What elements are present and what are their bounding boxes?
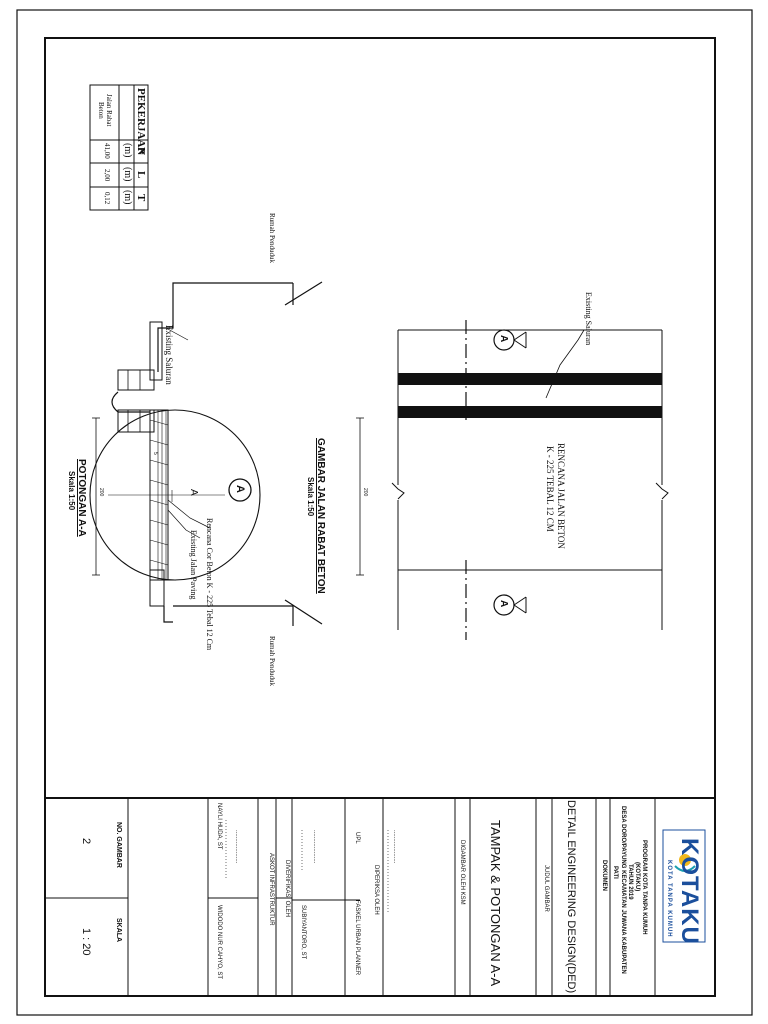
dokumen-value: DETAIL ENGINEERING DESIGN(DED) [565,800,577,994]
plan-scale: Skala 1:50 [306,477,315,517]
work-table-grid [89,84,149,211]
program-line1: PROGRAM KOTA TANPA KUMUH [641,840,647,935]
desa-line1: DESA DORO/PAYUNG KECAMATAN JUWANA KABUPA… [620,806,626,974]
diperiksa-label: DIPERIKSA OLEH [373,865,379,915]
askot-name2: WIDODO NUR CAHYO, ST [216,905,222,980]
plan-label-rencana-line2: K - 225 TEBAL 12 CM [545,446,555,532]
digambar-label: DIGAMBAR OLEH KSM [459,840,465,905]
plan-marker-top-letter: A [498,335,509,343]
dots-faskel: .................... [312,830,318,864]
plan-label-existing-saluran: Existing Saluran [584,292,593,346]
work-table-header-l: L [135,171,147,179]
work-table-header-job: PEKERJAAN [135,88,147,156]
work-table-value-t: 0,12 [103,192,111,205]
work-table-job-line1: Jalan Rabat [105,94,113,127]
section-label-rumah-bottom: Rumah Penduduk [268,636,276,686]
kotaku-logo [662,829,706,943]
program-line3: TAHUN 2019 [627,864,633,900]
section-dim-200: 200 [98,488,104,497]
program-line2: (KOTAKU) [634,862,640,892]
askot-name1: NAYLI HUDA, ST [216,803,222,850]
section-label-existing-saluran: Existing Saluran [164,325,174,385]
dokumen-label: DOKUMEN [601,860,607,891]
section-label-rencana-cor: Rencana Cor Beton K - 225 Tebal 12 Cm [205,518,214,651]
plan-dim-200: 200 [362,488,368,497]
plan-marker-bottom-letter: A [498,600,509,608]
dots-ksm: .................... [392,830,398,864]
logo-subtext: KOTA TANPA KUMUH [666,860,672,938]
section-title: POTONGAN A-A [76,459,87,537]
skala-value: 1 : 20 [80,928,92,956]
section-dim-5: 5 [152,452,158,455]
outer-frame [16,9,753,1016]
work-table-unit-p: (m) [122,143,133,158]
faskel-label: FASKEL URBAN PLANNER [354,900,360,976]
section-cut-letter: A [188,489,199,496]
section-marker-circle [228,478,252,502]
askot-label: ASKOT INFRASTRUKTUR [268,853,274,926]
inner-frame [44,37,716,997]
logo-text: KOTAKU [676,838,703,945]
work-table-unit-t: (m) [122,190,133,205]
work-table-unit-l: (m) [122,167,133,182]
plan-section-marker-top [493,329,527,351]
section-label-existing-jalan: Existing Jalan Paving [189,530,198,600]
work-table-value-p: 41,00 [103,143,111,159]
plan-section-marker-bottom [493,594,527,616]
desa-line2: PATI [612,866,618,879]
no-gambar-value: 2 [80,838,92,845]
judul-value: TAMPAK & POTONGAN A-A [488,820,503,987]
skala-label: SKALA [115,918,122,943]
dots-askot: .................... [234,830,240,864]
diverifikasi-label: DIVERIFIKASI OLEH [284,860,290,918]
plan-label-rencana-line1: RENCANA JALAN BETON [556,443,566,549]
faskel-name: SUBIYANTORO, ST [300,905,306,960]
section-marker-letter: A [234,485,246,493]
upl-label: UPL [354,832,360,844]
plan-title: GAMBAR JALAN RABAT BETON [315,438,326,594]
no-gambar-label: NO. GAMBAR [115,822,122,868]
plan-view [356,320,669,640]
section-scale: Skala 1:50 [67,471,76,511]
work-table-header-p: P [135,147,147,154]
cross-section [89,281,323,626]
judul-label: JUDUL GAMBAR [543,865,549,912]
work-table-job-line2: Beton [97,102,105,119]
work-table-value-l: 2,00 [103,169,111,182]
section-label-rumah-top: Rumah Penduduk [268,213,276,263]
work-table-header-t: T [135,194,147,202]
